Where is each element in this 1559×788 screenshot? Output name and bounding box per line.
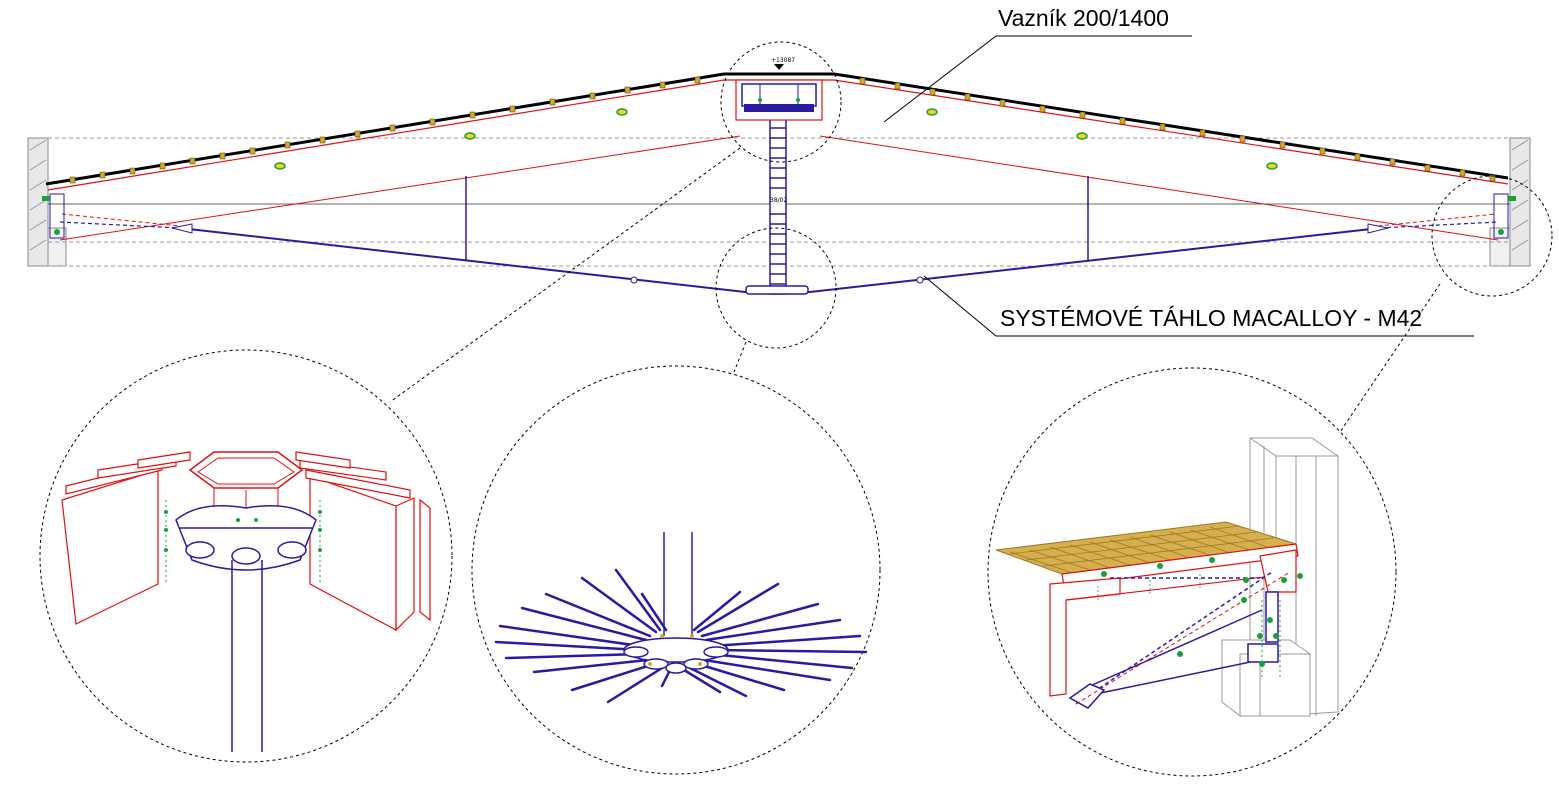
right-support	[1493, 193, 1516, 239]
roof-openings	[274, 108, 1278, 170]
detail-support	[987, 367, 1397, 777]
left-wall	[27, 137, 67, 267]
purlins	[69, 76, 1496, 184]
main-elevation: 38/02 +13087	[27, 35, 1553, 433]
apex-level-label: +13087	[771, 57, 795, 64]
truss-label: Vazník 200/1400	[998, 5, 1169, 31]
roof-edge	[45, 72, 1509, 186]
tie-rod-label: SYSTÉMOVÉ TÁHLO MACALLOY - M42	[1000, 305, 1422, 331]
right-wall	[1489, 137, 1531, 267]
detail-apex-node	[39, 349, 453, 763]
detail-mast-base	[471, 365, 881, 775]
detail-circle-apex	[720, 41, 842, 163]
left-support	[42, 193, 65, 239]
central-mast: 38/02 +13087	[735, 57, 823, 295]
mid-level-label: 38/02	[770, 197, 787, 204]
detail-circle-support	[1431, 175, 1553, 297]
detail-circle-mast-base	[715, 227, 837, 349]
